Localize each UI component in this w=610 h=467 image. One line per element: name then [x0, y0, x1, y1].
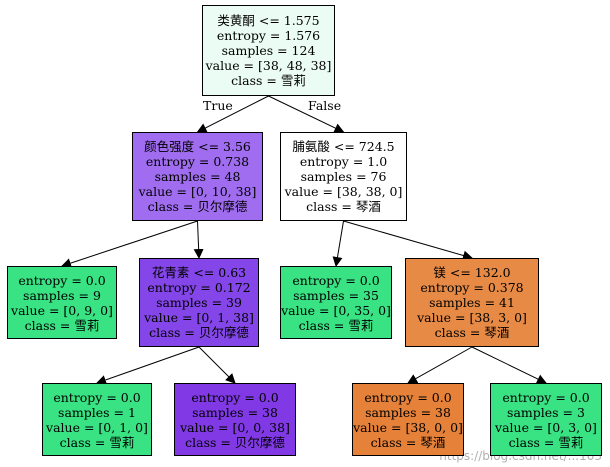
- node-text-line: class = 琴酒: [434, 325, 510, 340]
- edge-label-true: True: [203, 98, 233, 113]
- node-text-line: class = 琴酒: [370, 434, 446, 450]
- node-text-line: samples = 38: [192, 404, 278, 420]
- node-text-line: samples = 39: [156, 295, 242, 310]
- node-text-line: entropy = 0.378: [420, 280, 524, 295]
- node-text-line: samples = 35: [293, 287, 379, 303]
- edge-n4-n8: [198, 346, 236, 384]
- node-text-line: class = 雪莉: [298, 317, 374, 333]
- edge-n0-n1: [196, 95, 269, 133]
- node-text-line: value = [0, 10, 38]: [138, 184, 257, 199]
- node-text-line: value = [38, 38, 0]: [284, 184, 403, 199]
- node-text-line: value = [38, 3, 0]: [417, 310, 527, 325]
- edge-n2-n5: [332, 220, 344, 267]
- node-text-line: entropy = 0.172: [147, 280, 251, 295]
- node-text-line: class = 雪莉: [24, 317, 100, 333]
- node-text-line: entropy = 0.0: [18, 272, 106, 288]
- node-text-line: class = 雪莉: [231, 73, 306, 88]
- edge-n2-n6: [343, 220, 473, 261]
- edge-n0-n2: [268, 95, 345, 133]
- node-text-line: entropy = 0.0: [292, 272, 380, 288]
- node-text-line: 花青素 <= 0.63: [151, 265, 247, 280]
- node-text-line: samples = 38: [365, 404, 451, 420]
- edge-n6-n10: [471, 346, 547, 384]
- node-text-line: 颜色强度 <= 3.56: [144, 139, 251, 154]
- node-text-line: entropy = 0.0: [53, 389, 141, 405]
- node-text-line: class = 贝尔摩德: [149, 325, 249, 340]
- node-text-line: class = 贝尔摩德: [147, 199, 248, 214]
- node-text-line: value = [38, 0, 0]: [353, 419, 463, 435]
- node-text-line: class = 雪莉: [508, 434, 584, 450]
- node-text-line: samples = 76: [300, 169, 387, 184]
- node-text-line: samples = 124: [221, 43, 316, 58]
- node-text-line: value = [0, 35, 0]: [281, 302, 391, 318]
- edge-n1-n4: [193, 220, 204, 259]
- node-text-line: samples = 41: [429, 295, 515, 310]
- node-text-line: value = [38, 48, 38]: [205, 58, 332, 73]
- node-text-line: value = [0, 1, 38]: [144, 310, 254, 325]
- node-text-line: entropy = 1.576: [216, 28, 321, 43]
- node-text-line: entropy = 0.0: [502, 389, 590, 405]
- node-text-line: entropy = 1.0: [299, 154, 388, 169]
- node-text-line: class = 琴酒: [306, 199, 381, 214]
- node-text-line: value = [0, 0, 38]: [180, 419, 290, 435]
- edge-label-false: False: [308, 98, 342, 113]
- node-text-line: class = 雪莉: [59, 434, 135, 450]
- node-text-line: samples = 1: [58, 404, 136, 420]
- node-text-line: 脯氨酸 <= 724.5: [292, 139, 395, 154]
- node-text-line: value = [0, 3, 0]: [495, 419, 597, 435]
- node-text-line: 类黄酮 <= 1.575: [217, 13, 320, 28]
- node-text-line: samples = 3: [507, 404, 585, 420]
- edge-n1-n3: [61, 220, 198, 268]
- node-text-line: value = [0, 1, 0]: [46, 419, 148, 435]
- node-text-line: 镁 <= 132.0: [433, 265, 511, 280]
- node-text-line: entropy = 0.0: [364, 389, 452, 405]
- node-text-line: class = 贝尔摩德: [185, 434, 285, 450]
- node-text-line: samples = 9: [23, 287, 101, 303]
- node-text-line: entropy = 0.0: [191, 389, 279, 405]
- edge-n4-n7: [96, 346, 200, 385]
- node-text-line: entropy = 0.738: [145, 154, 250, 169]
- edge-n6-n9: [407, 346, 473, 384]
- node-text-line: value = [0, 9, 0]: [11, 302, 113, 318]
- node-text-line: samples = 48: [154, 169, 241, 184]
